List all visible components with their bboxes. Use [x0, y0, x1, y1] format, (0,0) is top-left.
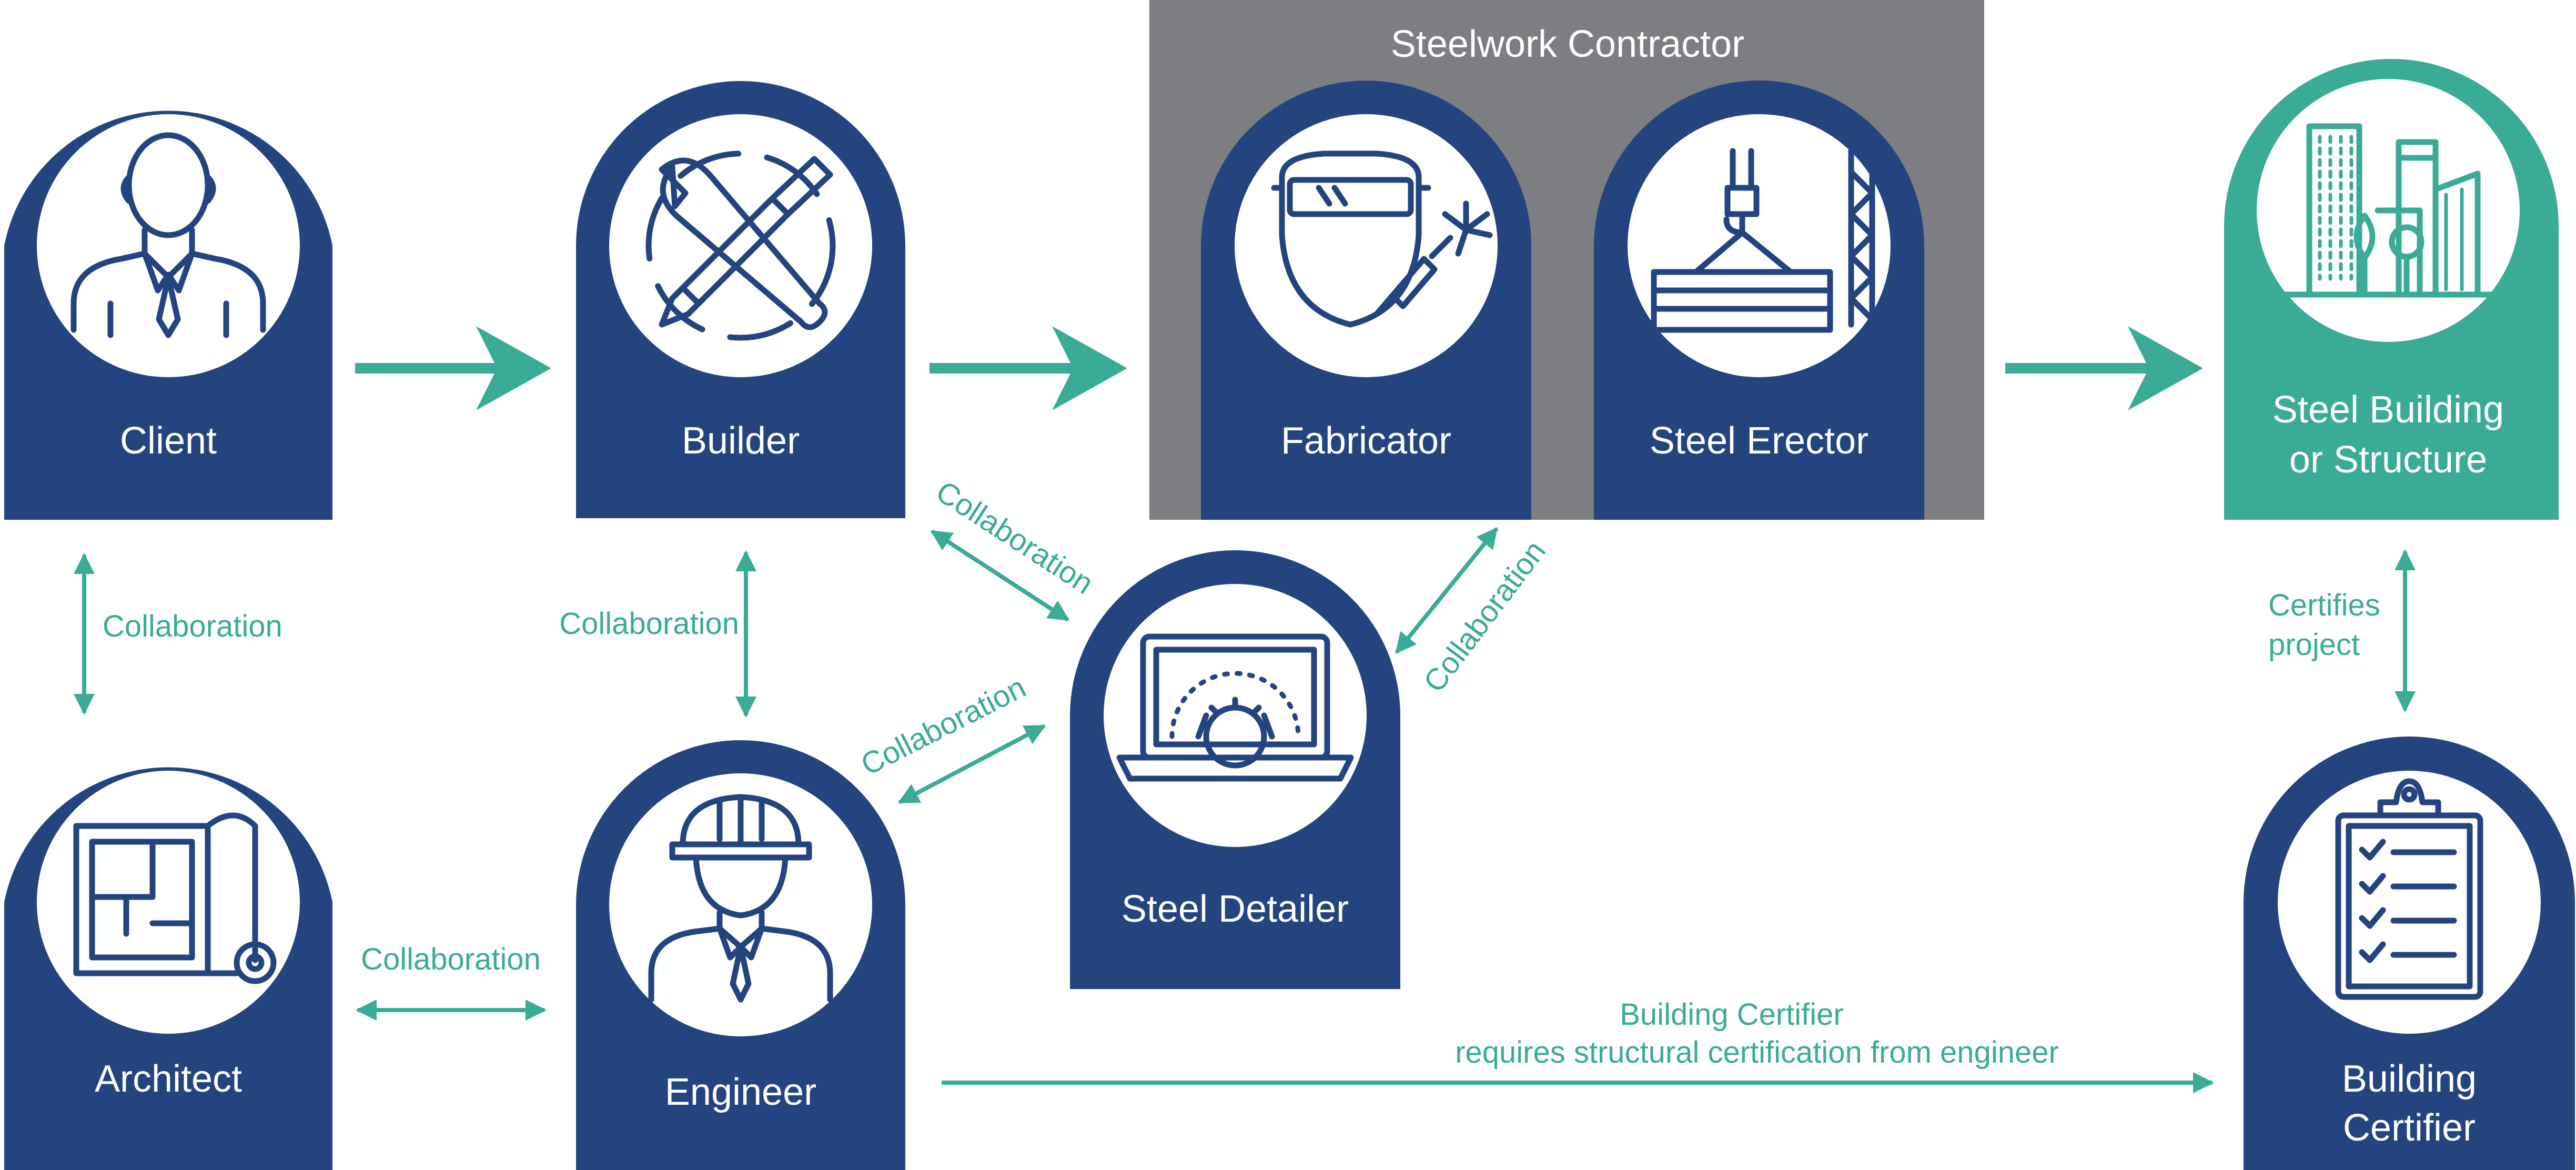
- node-building-certifier: Building Certifier: [2244, 737, 2575, 1170]
- connector-architect-engineer: Collaboration: [356, 942, 547, 1021]
- wrench-screwdriver-icon: [645, 150, 836, 341]
- flow-arrow-builder-fabricator: [930, 326, 1127, 410]
- node-label-line1: Building: [2342, 1058, 2477, 1100]
- clipboard-checklist-icon: [2335, 778, 2483, 1000]
- node-label: Fabricator: [1281, 420, 1451, 462]
- node-fabricator: Fabricator: [1201, 80, 1531, 520]
- node-label: Client: [120, 420, 217, 462]
- welding-mask-icon: [1271, 150, 1493, 328]
- node-label-line1: Steel Building: [2272, 389, 2504, 431]
- node-steel-erector: Steel Erector: [1594, 80, 1924, 520]
- connector-label-line1: Building Certifier: [1620, 997, 1844, 1032]
- city-buildings-icon: [2264, 123, 2518, 298]
- node-engineer: Engineer: [576, 740, 905, 1170]
- connector-label: Collaboration: [361, 942, 541, 976]
- connector-building-certifier-vertical: Certifies project: [2268, 549, 2416, 712]
- connector-client-architect: Collaboration: [74, 553, 282, 715]
- node-steel-detailer: Steel Detailer: [1070, 550, 1400, 989]
- connector-label: Collaboration: [930, 474, 1099, 601]
- connector-engineer-certifier: Building Certifier requires structural c…: [942, 997, 2214, 1093]
- connector-label: Collaboration: [559, 607, 739, 641]
- group-title: Steelwork Contractor: [1391, 23, 1744, 65]
- businessman-icon: [70, 132, 266, 338]
- node-label: Builder: [682, 420, 800, 462]
- flow-arrow-client-builder: [355, 326, 551, 410]
- engineer-hardhat-icon: [648, 794, 833, 1003]
- connector-builder-engineer: Collaboration: [559, 550, 756, 718]
- connector-label-line2: requires structural certification from e…: [1455, 1035, 2059, 1070]
- node-client: Client: [4, 110, 332, 520]
- connector-label: Collaboration: [855, 670, 1031, 782]
- connector-label: Collaboration: [103, 609, 282, 643]
- connector-label: Collaboration: [1417, 534, 1552, 699]
- node-architect: Architect: [4, 767, 332, 1170]
- flow-arrow-erector-building: [2005, 326, 2203, 410]
- connector-fabricator-detailer: Collaboration: [1395, 527, 1552, 699]
- node-label-line2: Certifier: [2343, 1107, 2476, 1149]
- connector-label-line1: Certifies: [2268, 588, 2380, 622]
- node-builder: Builder: [576, 81, 905, 518]
- crane-hook-icon: [1651, 148, 1875, 333]
- node-label: Steel Erector: [1650, 420, 1868, 462]
- node-label: Architect: [95, 1058, 242, 1100]
- connector-label-line2: project: [2268, 628, 2360, 662]
- node-label-line2: or Structure: [2289, 439, 2487, 481]
- connector-engineer-detailer: Collaboration: [855, 670, 1046, 804]
- laptop-gear-icon: [1116, 633, 1354, 782]
- node-label: Steel Detailer: [1122, 888, 1349, 930]
- blueprint-icon: [73, 812, 277, 984]
- connector-builder-detailer: Collaboration: [930, 474, 1099, 622]
- node-steel-building: Steel Building or Structure: [2224, 59, 2559, 520]
- node-label: Engineer: [665, 1071, 816, 1113]
